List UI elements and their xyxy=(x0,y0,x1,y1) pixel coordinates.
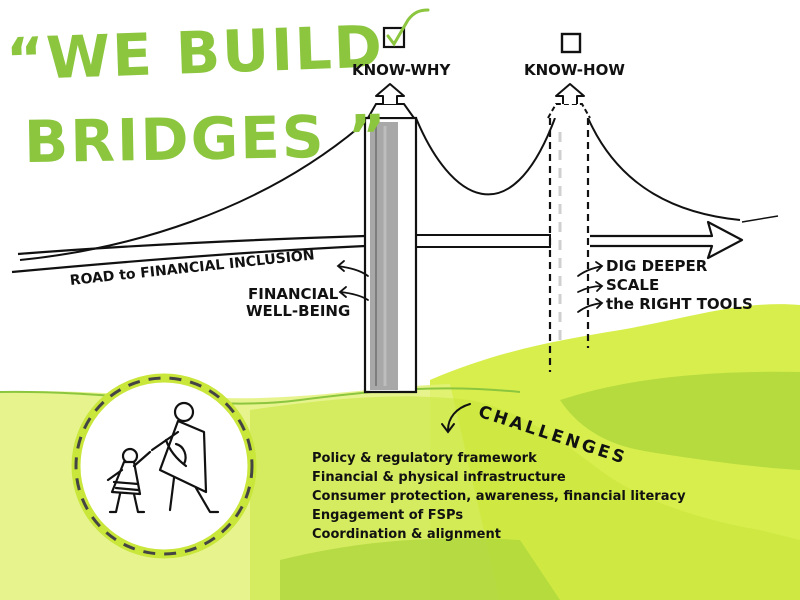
cable-left xyxy=(19,117,371,261)
scale-label: SCALE xyxy=(606,276,660,294)
checkmark-icon xyxy=(386,8,430,47)
deck-right xyxy=(590,220,744,260)
pointer-dig-icon xyxy=(577,261,604,277)
road-deck-top xyxy=(17,234,366,256)
list-item: Financial & physical infrastructure xyxy=(312,470,566,485)
dig-deeper-label: DIG DEEPER xyxy=(606,257,708,275)
arrow-up-know-how-icon xyxy=(555,83,585,104)
pointer-tools-icon xyxy=(577,298,604,313)
road-deck-bottom xyxy=(11,244,366,274)
title-line-1: “WE BUILD xyxy=(4,12,385,94)
challenges-list: Policy & regulatory framework Financial … xyxy=(312,449,686,544)
ground-line xyxy=(0,387,521,405)
pillar-know-how xyxy=(548,118,590,372)
know-how-label: KNOW-HOW xyxy=(524,61,625,79)
list-item: Consumer protection, awareness, financia… xyxy=(312,489,686,504)
list-item: Policy & regulatory framework xyxy=(312,451,537,466)
pillar-left-cap xyxy=(366,103,416,119)
pointer-road-icon xyxy=(336,260,369,277)
right-tools-label: the RIGHT TOOLS xyxy=(606,295,753,313)
cable-middle xyxy=(415,117,556,196)
cable-right xyxy=(587,117,741,221)
green-hill-right-shade xyxy=(560,371,800,470)
walking-figures-icon xyxy=(106,401,220,514)
arrow-up-know-why-icon xyxy=(375,83,405,104)
green-hill-bottom xyxy=(280,538,560,600)
pointer-scale-icon xyxy=(577,281,604,293)
wellbeing-line-1: FINANCIAL xyxy=(248,285,339,303)
pointer-wellbeing-icon xyxy=(338,286,369,301)
list-item: Engagement of FSPs xyxy=(312,508,464,523)
list-item: Coordination & alignment xyxy=(312,527,501,542)
wellbeing-line-2: WELL-BEING xyxy=(246,302,351,320)
challenges-arrow-icon xyxy=(441,403,471,434)
checkbox-know-how-icon xyxy=(560,32,582,54)
know-why-label: KNOW-WHY xyxy=(352,61,451,79)
title-line-2: BRIDGES ” xyxy=(23,101,389,177)
deck-connector xyxy=(407,234,551,248)
